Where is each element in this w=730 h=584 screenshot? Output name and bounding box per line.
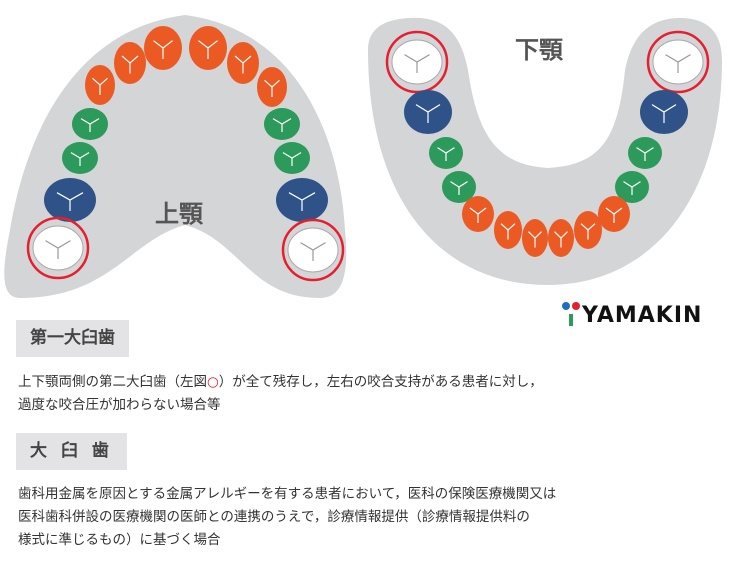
tooth-groove bbox=[56, 192, 84, 211]
tooth-groove bbox=[415, 104, 441, 123]
tooth-groove bbox=[121, 55, 139, 74]
highlight-circle bbox=[281, 218, 345, 282]
tooth-groove bbox=[528, 231, 542, 248]
tooth-groove bbox=[500, 223, 516, 240]
tooth-groove bbox=[605, 207, 623, 223]
tooth-groove bbox=[45, 240, 71, 259]
section-label-first-molar: 第一大臼歯 bbox=[16, 320, 129, 357]
tooth-groove bbox=[623, 181, 641, 195]
text-line: 様式に準じるもの）に基づく場合 bbox=[18, 532, 221, 548]
tooth-groove bbox=[198, 40, 218, 59]
tooth-groove bbox=[450, 181, 468, 195]
tooth-groove bbox=[264, 79, 280, 97]
text-line: 医科歯科併設の医療機関の医師との連携のうえで，診療情報提供（診療情報提供料の bbox=[18, 509, 530, 525]
text-line: ）が全て残存し，左右の咬合支持がある患者に対し， bbox=[218, 374, 543, 390]
yamakin-logo: YAMAKIN bbox=[560, 300, 702, 330]
highlight-circle bbox=[26, 216, 90, 280]
highlight-circle bbox=[385, 30, 449, 94]
lower-jaw-shape bbox=[368, 17, 722, 285]
tooth-groove bbox=[554, 231, 568, 248]
tooth-groove bbox=[234, 55, 252, 74]
dental-arch-diagram: 上顎 下顎 bbox=[4, 15, 722, 298]
tooth-groove bbox=[70, 152, 90, 166]
text-line: 上下顎両側の第二大臼歯（左図 bbox=[18, 374, 207, 390]
section-text-molar: 歯科用金属を原因とする金属アレルギーを有する患者において，医科の保険医療機関又は… bbox=[18, 483, 556, 552]
tooth-groove bbox=[437, 147, 455, 161]
text-line: 歯科用金属を原因とする金属アレルギーを有する患者において，医科の保険医療機関又は bbox=[18, 486, 557, 502]
highlight-circle bbox=[646, 30, 710, 94]
tooth-groove bbox=[153, 40, 173, 59]
red-circle-mark: ○ bbox=[207, 374, 219, 390]
section-label-molar: 大 臼 歯 bbox=[16, 433, 127, 470]
upper-jaw-label: 上顎 bbox=[155, 200, 204, 228]
tooth-groove bbox=[300, 242, 326, 261]
tooth-groove bbox=[580, 223, 596, 240]
logo-text: YAMAKIN bbox=[582, 302, 703, 328]
tooth-groove bbox=[636, 147, 654, 161]
tooth-groove bbox=[92, 77, 108, 95]
tooth-groove bbox=[272, 118, 292, 132]
tooth-groove bbox=[288, 192, 316, 211]
section-text-first-molar: 上下顎両側の第二大臼歯（左図○）が全て残存し，左右の咬合支持がある患者に対し， … bbox=[18, 371, 543, 417]
tooth-groove bbox=[282, 152, 302, 166]
tooth-groove bbox=[651, 104, 677, 123]
tooth-groove bbox=[665, 54, 691, 73]
lower-jaw-label: 下顎 bbox=[515, 36, 564, 64]
text-line: 過度な咬合圧が加わらない場合等 bbox=[18, 397, 221, 413]
tooth-groove bbox=[80, 118, 100, 132]
tooth-groove bbox=[404, 54, 430, 73]
logo-mark-icon bbox=[562, 302, 580, 326]
tooth-groove bbox=[469, 207, 487, 223]
